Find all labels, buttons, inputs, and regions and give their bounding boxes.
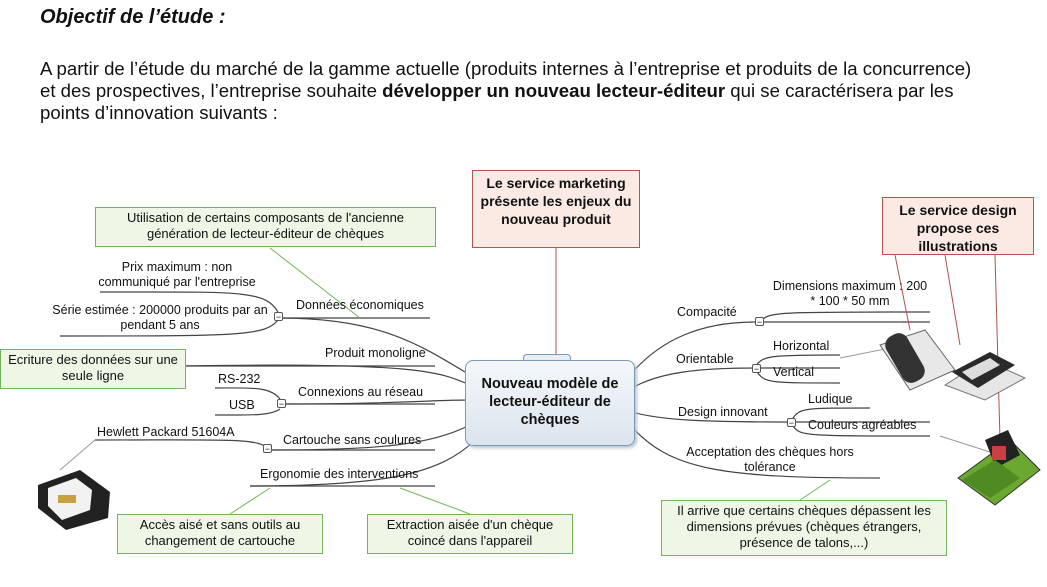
label-cartouche: Cartouche sans coulures — [283, 433, 422, 447]
branch-monoligne — [179, 364, 471, 386]
marketing-note: Le service marketing présente les enjeux… — [472, 170, 640, 248]
printer-cartridge-illustration — [38, 470, 110, 530]
collapse-orientable-button[interactable]: − — [752, 364, 761, 374]
device-vertical-illustration — [943, 352, 1027, 401]
branch-orientable — [631, 367, 756, 389]
design-note: Le service design propose ces illustrati… — [882, 197, 1034, 255]
label-dimensions: Dimensions maximum : 200 * 100 * 50 mm — [772, 279, 928, 308]
section-heading: Objectif de l’étude : — [40, 6, 226, 28]
label-rs232: RS-232 — [218, 372, 261, 386]
branch-design — [631, 411, 791, 423]
label-donnees: Données économiques — [296, 298, 424, 312]
intro-bold-text: développer un nouveau lecteur-éditeur — [382, 80, 726, 101]
intro-text-2: qui se caractérisera par les points d’in… — [40, 80, 954, 123]
branch-compacite — [629, 321, 756, 376]
label-serie: Série estimée : 200000 produits par an p… — [52, 303, 268, 332]
central-topic: Nouveau modèle de lecteur-éditeur de chè… — [465, 360, 635, 446]
collapse-connexions-button[interactable]: − — [277, 399, 286, 409]
device-horizontal-illustration — [879, 329, 956, 391]
label-horizontal: Horizontal — [773, 339, 830, 353]
label-compacite: Compacité — [677, 305, 737, 319]
label-ergonomie: Ergonomie des interventions — [260, 467, 419, 481]
collapse-cartouche-button[interactable]: − — [263, 444, 272, 454]
label-couleurs: Couleurs agréables — [808, 418, 917, 432]
collapse-compacite-button[interactable]: − — [755, 317, 764, 327]
branch-donnees — [279, 317, 471, 376]
label-usb: USB — [229, 398, 255, 412]
note-ecriture: Ecriture des données sur une seule ligne — [0, 349, 186, 389]
label-connexions: Connexions au réseau — [298, 385, 424, 399]
label-design: Design innovant — [678, 405, 768, 419]
device-green-illustration — [957, 430, 1041, 506]
label-orientable: Orientable — [676, 352, 734, 366]
collapse-donnees-button[interactable]: − — [274, 312, 283, 322]
label-monoligne: Produit monoligne — [325, 346, 426, 360]
label-acceptation: Acceptation des chèques hors tolérance — [686, 445, 854, 474]
label-hp: Hewlett Packard 51604A — [97, 425, 235, 439]
central-topic-tab — [523, 354, 571, 363]
label-ludique: Ludique — [808, 392, 853, 406]
note-composants: Utilisation de certains composants de l'… — [95, 207, 436, 247]
note-acces: Accès aisé et sans outils au changement … — [117, 514, 323, 554]
note-cheques: Il arrive que certains chèques dépassent… — [661, 500, 947, 556]
note-extraction: Extraction aisée d'un chèque coincé dans… — [367, 514, 573, 554]
collapse-design-button[interactable]: − — [787, 418, 796, 428]
intro-paragraph: A partir de l’étude du marché de la gamm… — [40, 58, 990, 124]
intro-text-1: A partir de l’étude du marché de la gamm… — [40, 58, 972, 101]
branch-acceptation — [629, 424, 881, 479]
label-vertical: Vertical — [773, 365, 814, 379]
label-prix: Prix maximum : non communiqué par l'entr… — [98, 260, 256, 289]
